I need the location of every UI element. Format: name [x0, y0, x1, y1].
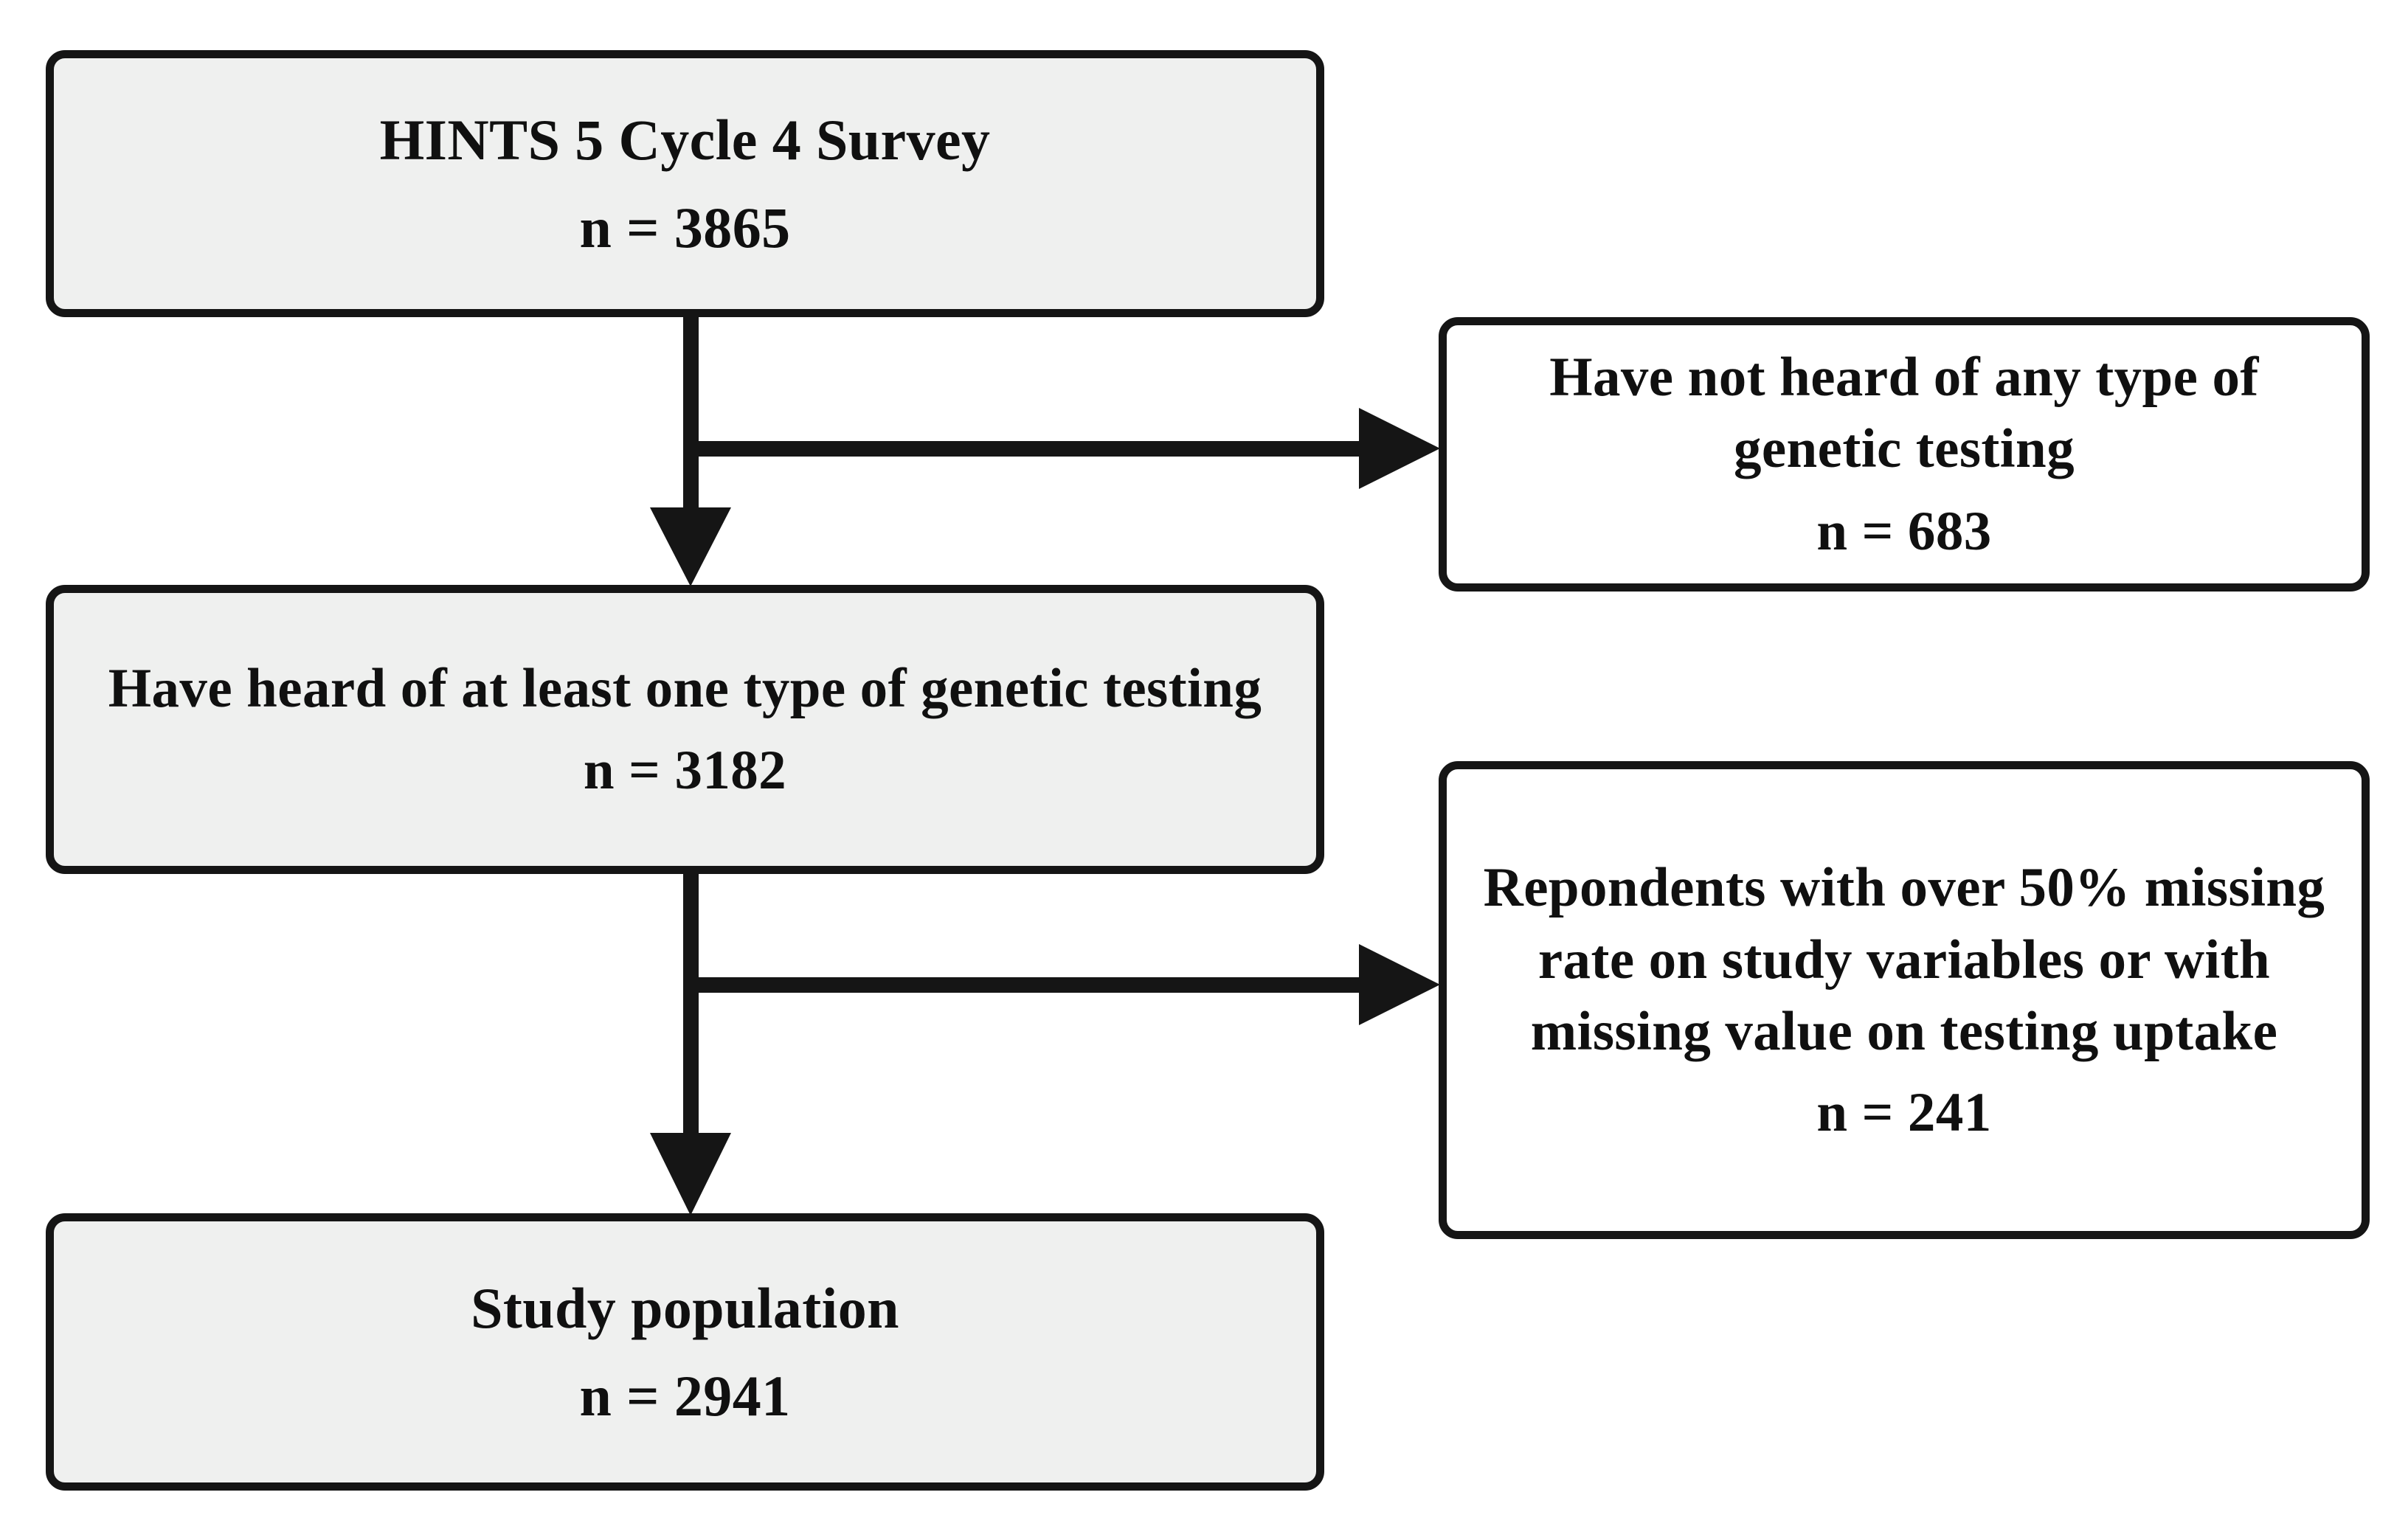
connector-survey-to-heard: [650, 313, 731, 586]
node-study-population-count: n = 2941: [579, 1364, 791, 1428]
node-excluded-title: Repondents with over 50% missing rate on…: [1483, 857, 2325, 1062]
node-survey-count: n = 3865: [579, 195, 791, 260]
node-study-population-title: Study population: [471, 1275, 899, 1340]
node-survey: HINTS 5 Cycle 4 Survey n = 3865: [46, 50, 1324, 317]
connector-survey-to-not-heard: [683, 408, 1440, 489]
node-excluded-count: n = 241: [1816, 1081, 1992, 1143]
node-heard: Have heard of at least one type of genet…: [46, 585, 1324, 874]
node-heard-title: Have heard of at least one type of genet…: [108, 657, 1262, 719]
connector-heard-to-study-pop: [650, 870, 731, 1215]
connector-heard-to-excluded: [683, 944, 1440, 1025]
node-study-population: Study population n = 2941: [46, 1213, 1324, 1491]
node-excluded: Repondents with over 50% missing rate on…: [1439, 761, 2370, 1239]
node-not-heard-count: n = 683: [1816, 500, 1992, 562]
node-not-heard-title: Have not heard of any type of genetic te…: [1549, 346, 2259, 480]
node-survey-title: HINTS 5 Cycle 4 Survey: [379, 107, 991, 172]
node-not-heard: Have not heard of any type of genetic te…: [1439, 317, 2370, 592]
node-heard-count: n = 3182: [583, 740, 787, 801]
